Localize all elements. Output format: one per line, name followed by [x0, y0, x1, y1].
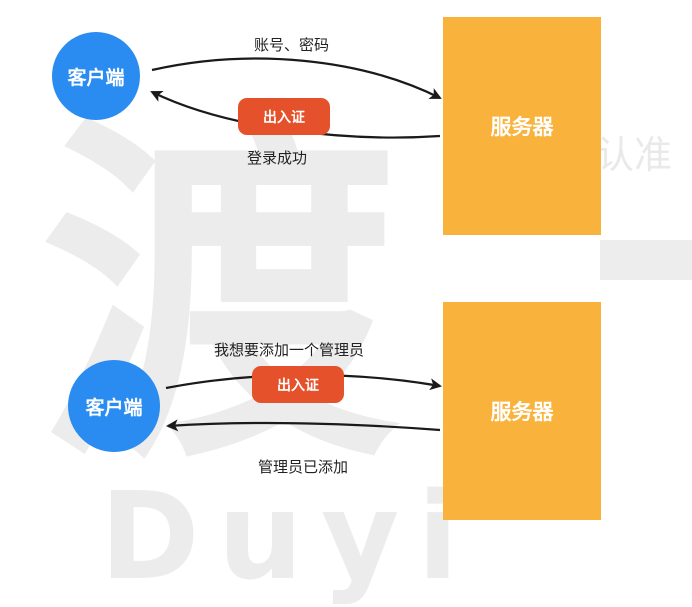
- bottom-response-arrow: [166, 419, 441, 432]
- bottom-token-badge: 出入证: [252, 366, 344, 403]
- bottom-server-label: 服务器: [490, 400, 554, 424]
- bottom-server-node: 服务器: [443, 302, 601, 520]
- top-request-arrow: [151, 57, 442, 99]
- top-client-node: 客户端: [52, 32, 140, 120]
- watermark-stroke: [600, 240, 692, 280]
- top-request-label: 账号、密码: [254, 36, 330, 54]
- top-response-label: 登录成功: [247, 149, 308, 167]
- top-server-node: 服务器: [443, 17, 601, 235]
- top-token-text: 出入证: [263, 109, 305, 126]
- top-token-badge: 出入证: [238, 98, 330, 135]
- bottom-response-label: 管理员已添加: [258, 458, 349, 476]
- top-server-label: 服务器: [490, 115, 554, 139]
- bottom-client-label: 客户端: [85, 396, 143, 419]
- bottom-request-label: 我想要添加一个管理员: [214, 341, 365, 359]
- bottom-token-text: 出入证: [277, 377, 319, 394]
- bottom-client-node: 客户端: [68, 360, 160, 452]
- top-client-label: 客户端: [67, 66, 125, 89]
